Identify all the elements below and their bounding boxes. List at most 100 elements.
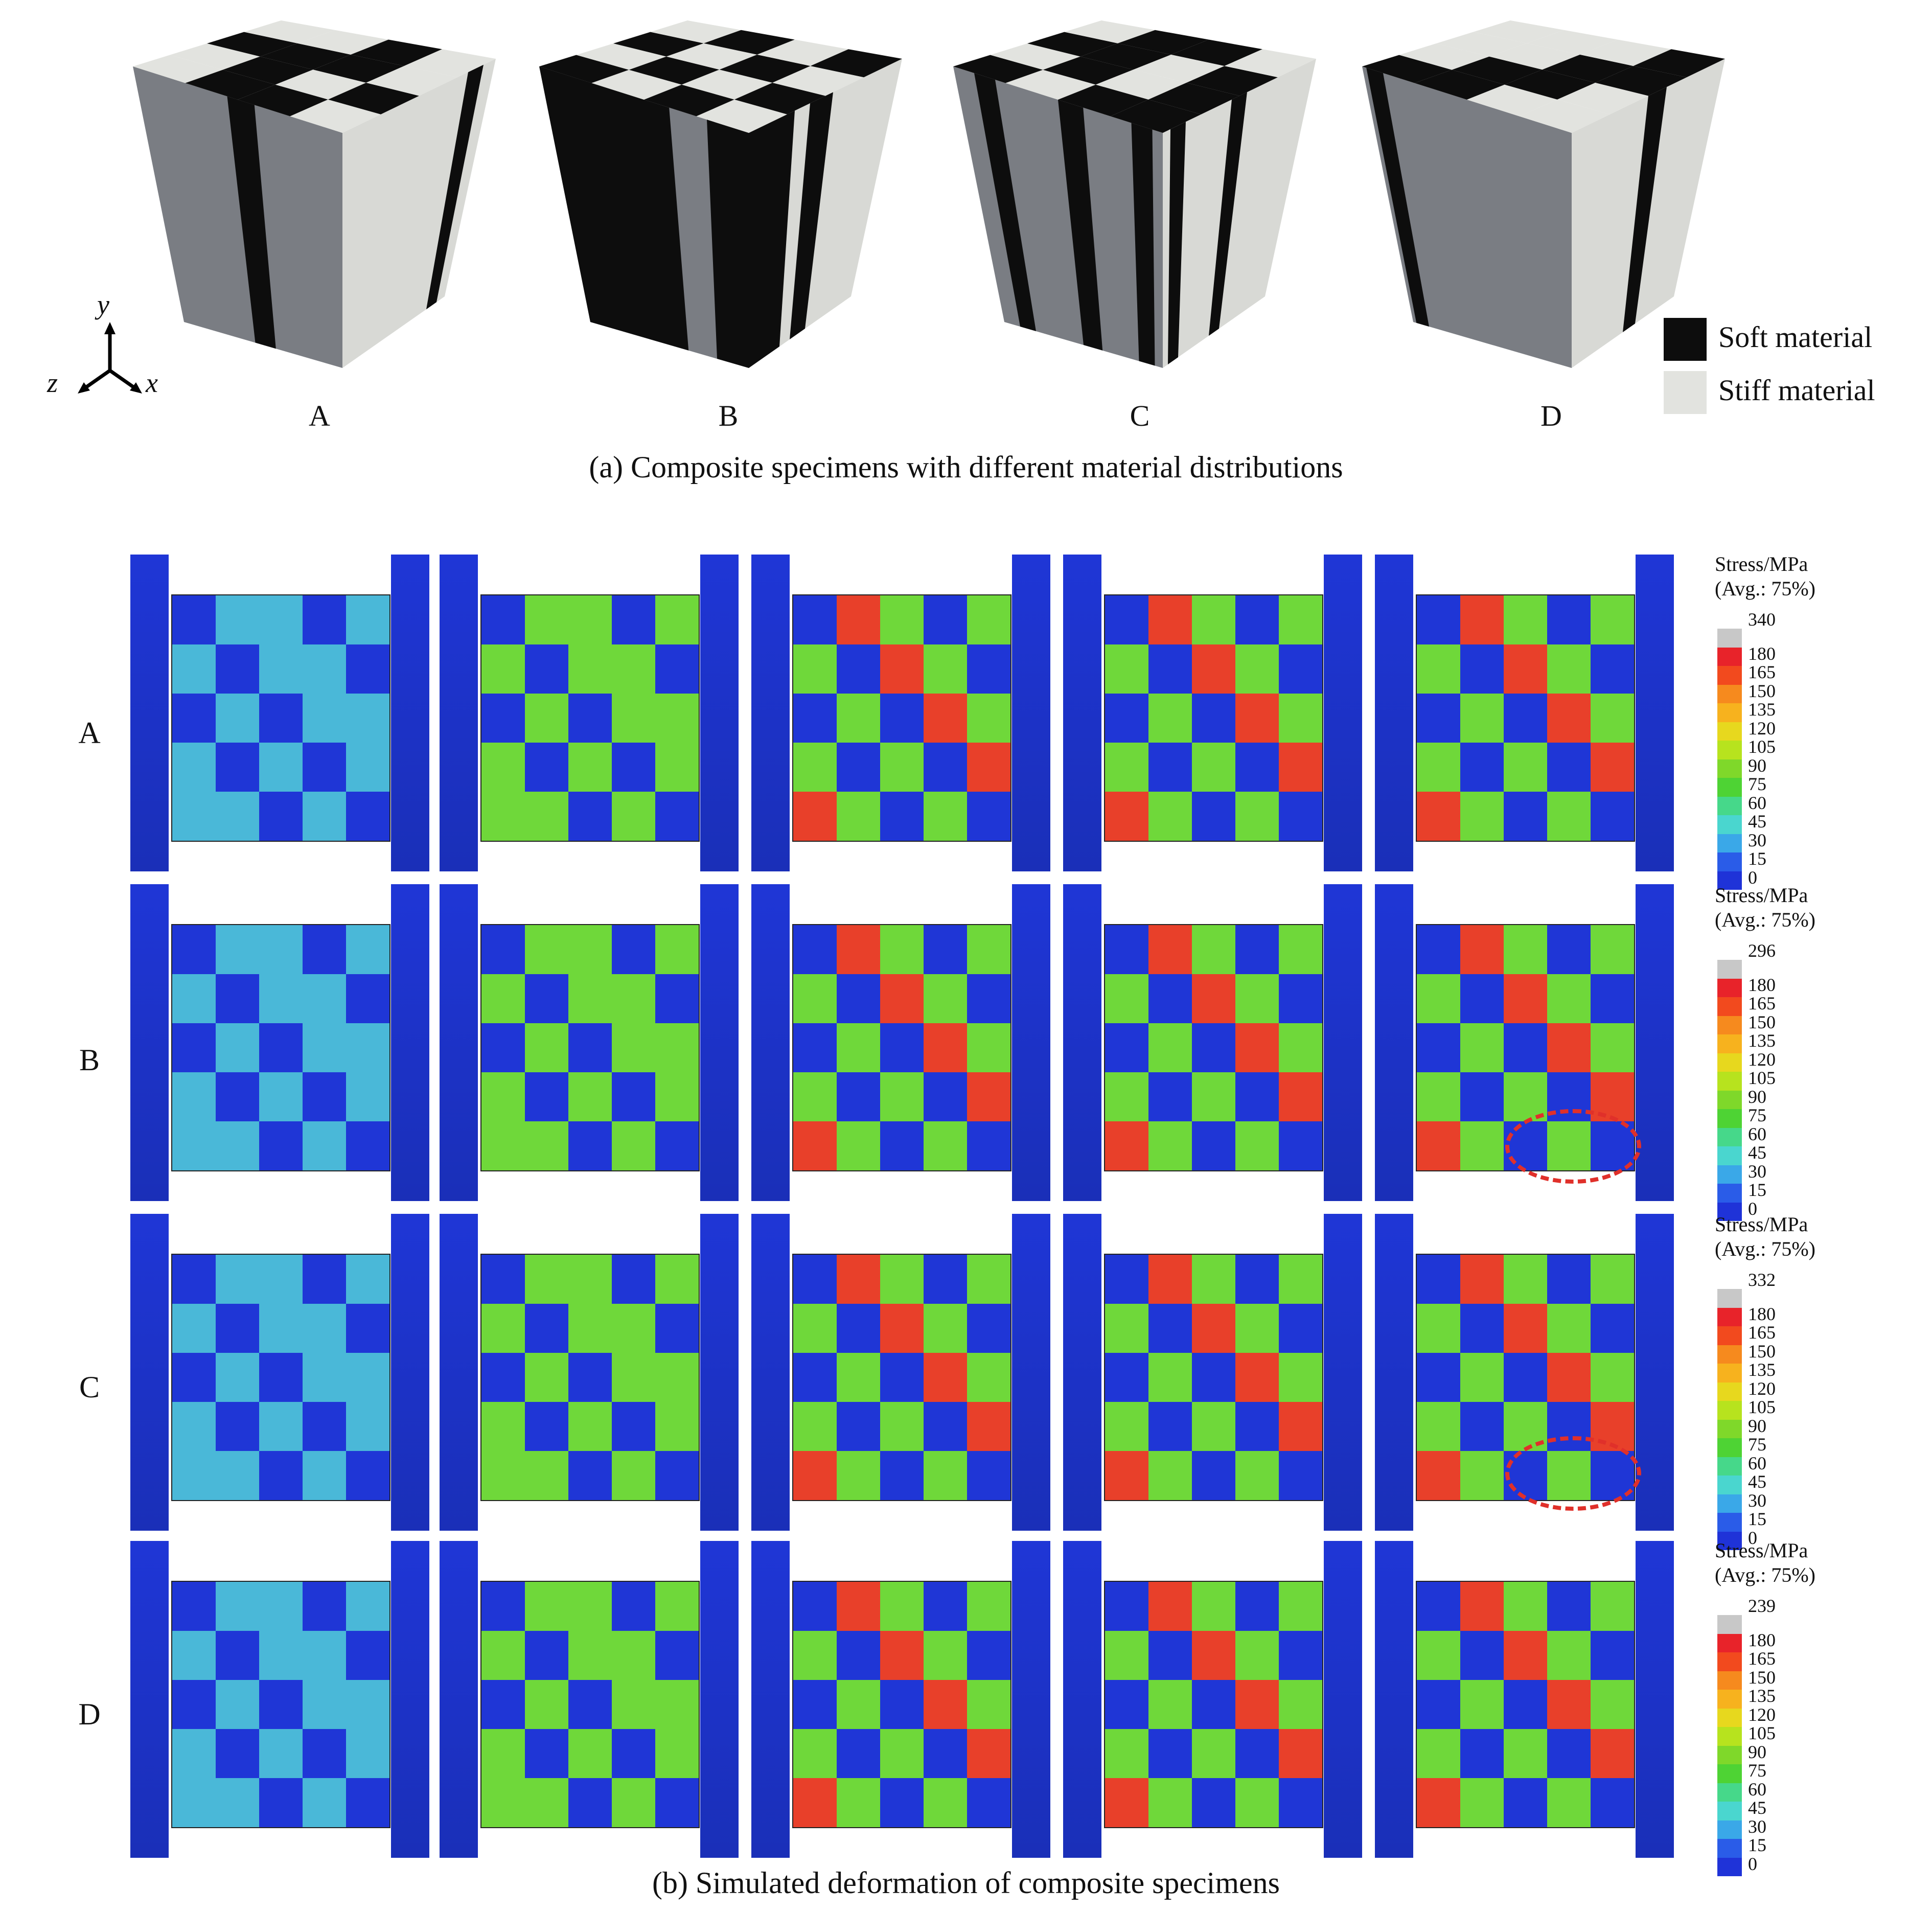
stress-cell [880,925,924,974]
colorbar-tick-label: 15 [1748,848,1766,869]
stress-cell [259,925,303,974]
stress-cell [967,1451,1010,1500]
stress-cell [525,1402,568,1451]
stress-cell [259,644,303,694]
colorbar-swatch [1717,1820,1742,1839]
grip-clamp-left [130,555,169,871]
stress-cell [568,1729,612,1778]
stress-cell [655,743,699,792]
stress-cell [924,1023,967,1072]
stress-cell [1235,1631,1279,1680]
stress-cell [525,1023,568,1072]
stress-cell [1235,1072,1279,1121]
stress-cell [924,1582,967,1631]
stress-cell [837,1451,880,1500]
stress-cell [568,925,612,974]
stress-cell [1504,1255,1547,1304]
stress-cell [481,1304,525,1353]
colorbar-tick-label: 75 [1748,1760,1766,1781]
stress-cell [612,1023,655,1072]
stress-cell [612,694,655,743]
stress-cell [303,1451,346,1500]
cube-soft-stripe-left [1058,100,1103,351]
stress-cell [259,792,303,841]
stress-cell [793,1353,837,1402]
cube-top-cell [681,70,773,100]
stress-cell [346,694,389,743]
stress-cell [1148,1631,1192,1680]
specimen-label-c: C [1130,399,1150,432]
cube-top-cell [260,43,351,70]
colorbar-swatch [1717,1184,1742,1203]
stress-cell [1105,1729,1148,1778]
stress-cell [1504,974,1547,1023]
stress-cell [1105,1304,1148,1353]
colorbar-swatch [1717,871,1742,890]
grip-clamp-left [130,1214,169,1531]
colorbar-swatch [1717,1090,1742,1109]
stress-cell [172,595,216,644]
colorbar-swatch [1717,1476,1742,1494]
grip-clamp-right [1324,1541,1362,1858]
stress-cell [924,1072,967,1121]
colorbar-swatch [1717,647,1742,666]
stress-cell [1417,1402,1460,1451]
colorbar-tick-label: 105 [1748,736,1776,757]
stress-cell [346,925,389,974]
stress-cell [837,1680,880,1729]
stress-cell [655,1680,699,1729]
stress-cell [655,1121,699,1170]
cube-top-cell [613,32,704,57]
grip-clamp-right [391,1214,429,1531]
colorbar-tick-label: 180 [1748,643,1776,664]
stress-cell [655,792,699,841]
stress-cell [1279,1402,1322,1451]
stress-cell [216,1631,259,1680]
stress-cell [568,792,612,841]
legend-swatch-stiff [1664,371,1707,414]
stress-cell [612,644,655,694]
stress-cell [481,1729,525,1778]
cube-left-face [133,66,342,368]
specimen-body [480,594,700,842]
cube-top-cell [666,43,757,70]
grip-clamp-left [751,1214,790,1531]
stress-cell [216,644,259,694]
colorbar-subtitle: (Avg.: 75%) [1715,577,1815,600]
stress-cell [880,694,924,743]
stress-cell [525,644,568,694]
stress-cell [880,644,924,694]
stress-cell [1504,644,1547,694]
stress-cell [837,1402,880,1451]
stress-cell [568,1255,612,1304]
stress-cell [303,694,346,743]
cube-soft-stripe-right [1168,122,1186,364]
stress-cell [172,1729,216,1778]
cube-soft-stripe-right [749,110,795,368]
grip-clamp-right [391,884,429,1201]
stress-frame [751,884,1050,1201]
stress-cell [481,1451,525,1500]
cube-soft-stripe-right [426,64,484,310]
stress-cell [1504,1631,1547,1680]
stress-cell [1192,1582,1235,1631]
colorbar-tick-label: 135 [1748,1030,1776,1051]
stress-cell [924,1304,967,1353]
stress-frame [1063,555,1362,871]
colorbar-swatch [1717,1764,1742,1783]
stress-cell [1504,1729,1547,1778]
grip-clamp-left [130,1541,169,1858]
stress-cell [1192,1072,1235,1121]
stress-cell [924,974,967,1023]
specimen-body [792,594,1011,842]
grip-clamp-left [440,555,478,871]
stress-cell [216,1353,259,1402]
stress-cell [1547,925,1591,974]
stress-frame [440,1214,739,1531]
axis-label-x: x [146,367,158,398]
cube-top-cell [1399,43,1489,70]
stress-cell [481,1353,525,1402]
stress-cell [1235,1353,1279,1402]
cube-soft-stripe-right [1623,87,1667,332]
colorbar-tick-label: 120 [1748,1049,1776,1070]
